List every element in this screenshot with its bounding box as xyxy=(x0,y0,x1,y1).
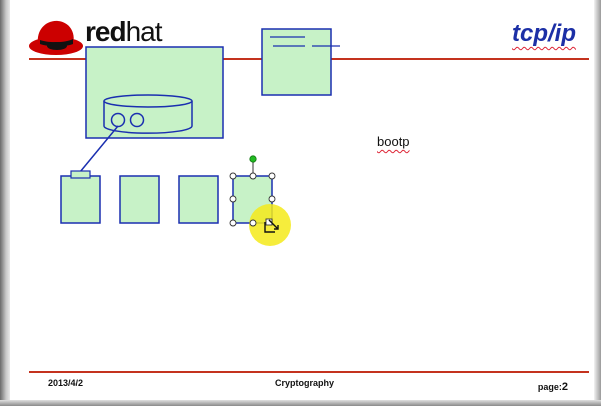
document-box[interactable] xyxy=(261,28,340,96)
resize-cursor-icon xyxy=(264,219,279,233)
diagram-canvas xyxy=(60,28,340,246)
window-frame-right xyxy=(594,0,601,406)
disk-cylinder-shape[interactable] xyxy=(103,94,193,134)
logo-text-hat: hat xyxy=(125,16,163,47)
window-frame-bottom xyxy=(0,400,601,406)
footer-rule xyxy=(29,371,589,373)
connector-line[interactable] xyxy=(79,125,119,173)
footer-page-number: page:2 xyxy=(538,381,568,393)
redhat-logo-text: redhat xyxy=(85,16,163,47)
node-box-3[interactable] xyxy=(178,175,219,224)
node-box-1-tab[interactable] xyxy=(70,170,91,179)
node-box-2[interactable] xyxy=(119,175,160,224)
slide-canvas[interactable]: redhat tcp/ip xyxy=(10,0,594,400)
window-frame-left xyxy=(0,0,10,406)
footer-title: Cryptography xyxy=(275,378,335,388)
rotation-handle-icon[interactable] xyxy=(249,155,257,163)
selection-handles[interactable] xyxy=(229,155,276,227)
redhat-logo-icon xyxy=(29,20,83,55)
footer-page-num: 2 xyxy=(561,381,568,393)
logo-text-red: red xyxy=(85,16,127,47)
footer-page-label: page: xyxy=(537,382,562,392)
footer-date: 2013/4/2 xyxy=(48,378,84,388)
bootp-label[interactable]: bootp xyxy=(377,134,410,149)
slide-title[interactable]: tcp/ip xyxy=(512,20,576,47)
node-box-1[interactable] xyxy=(60,175,101,224)
